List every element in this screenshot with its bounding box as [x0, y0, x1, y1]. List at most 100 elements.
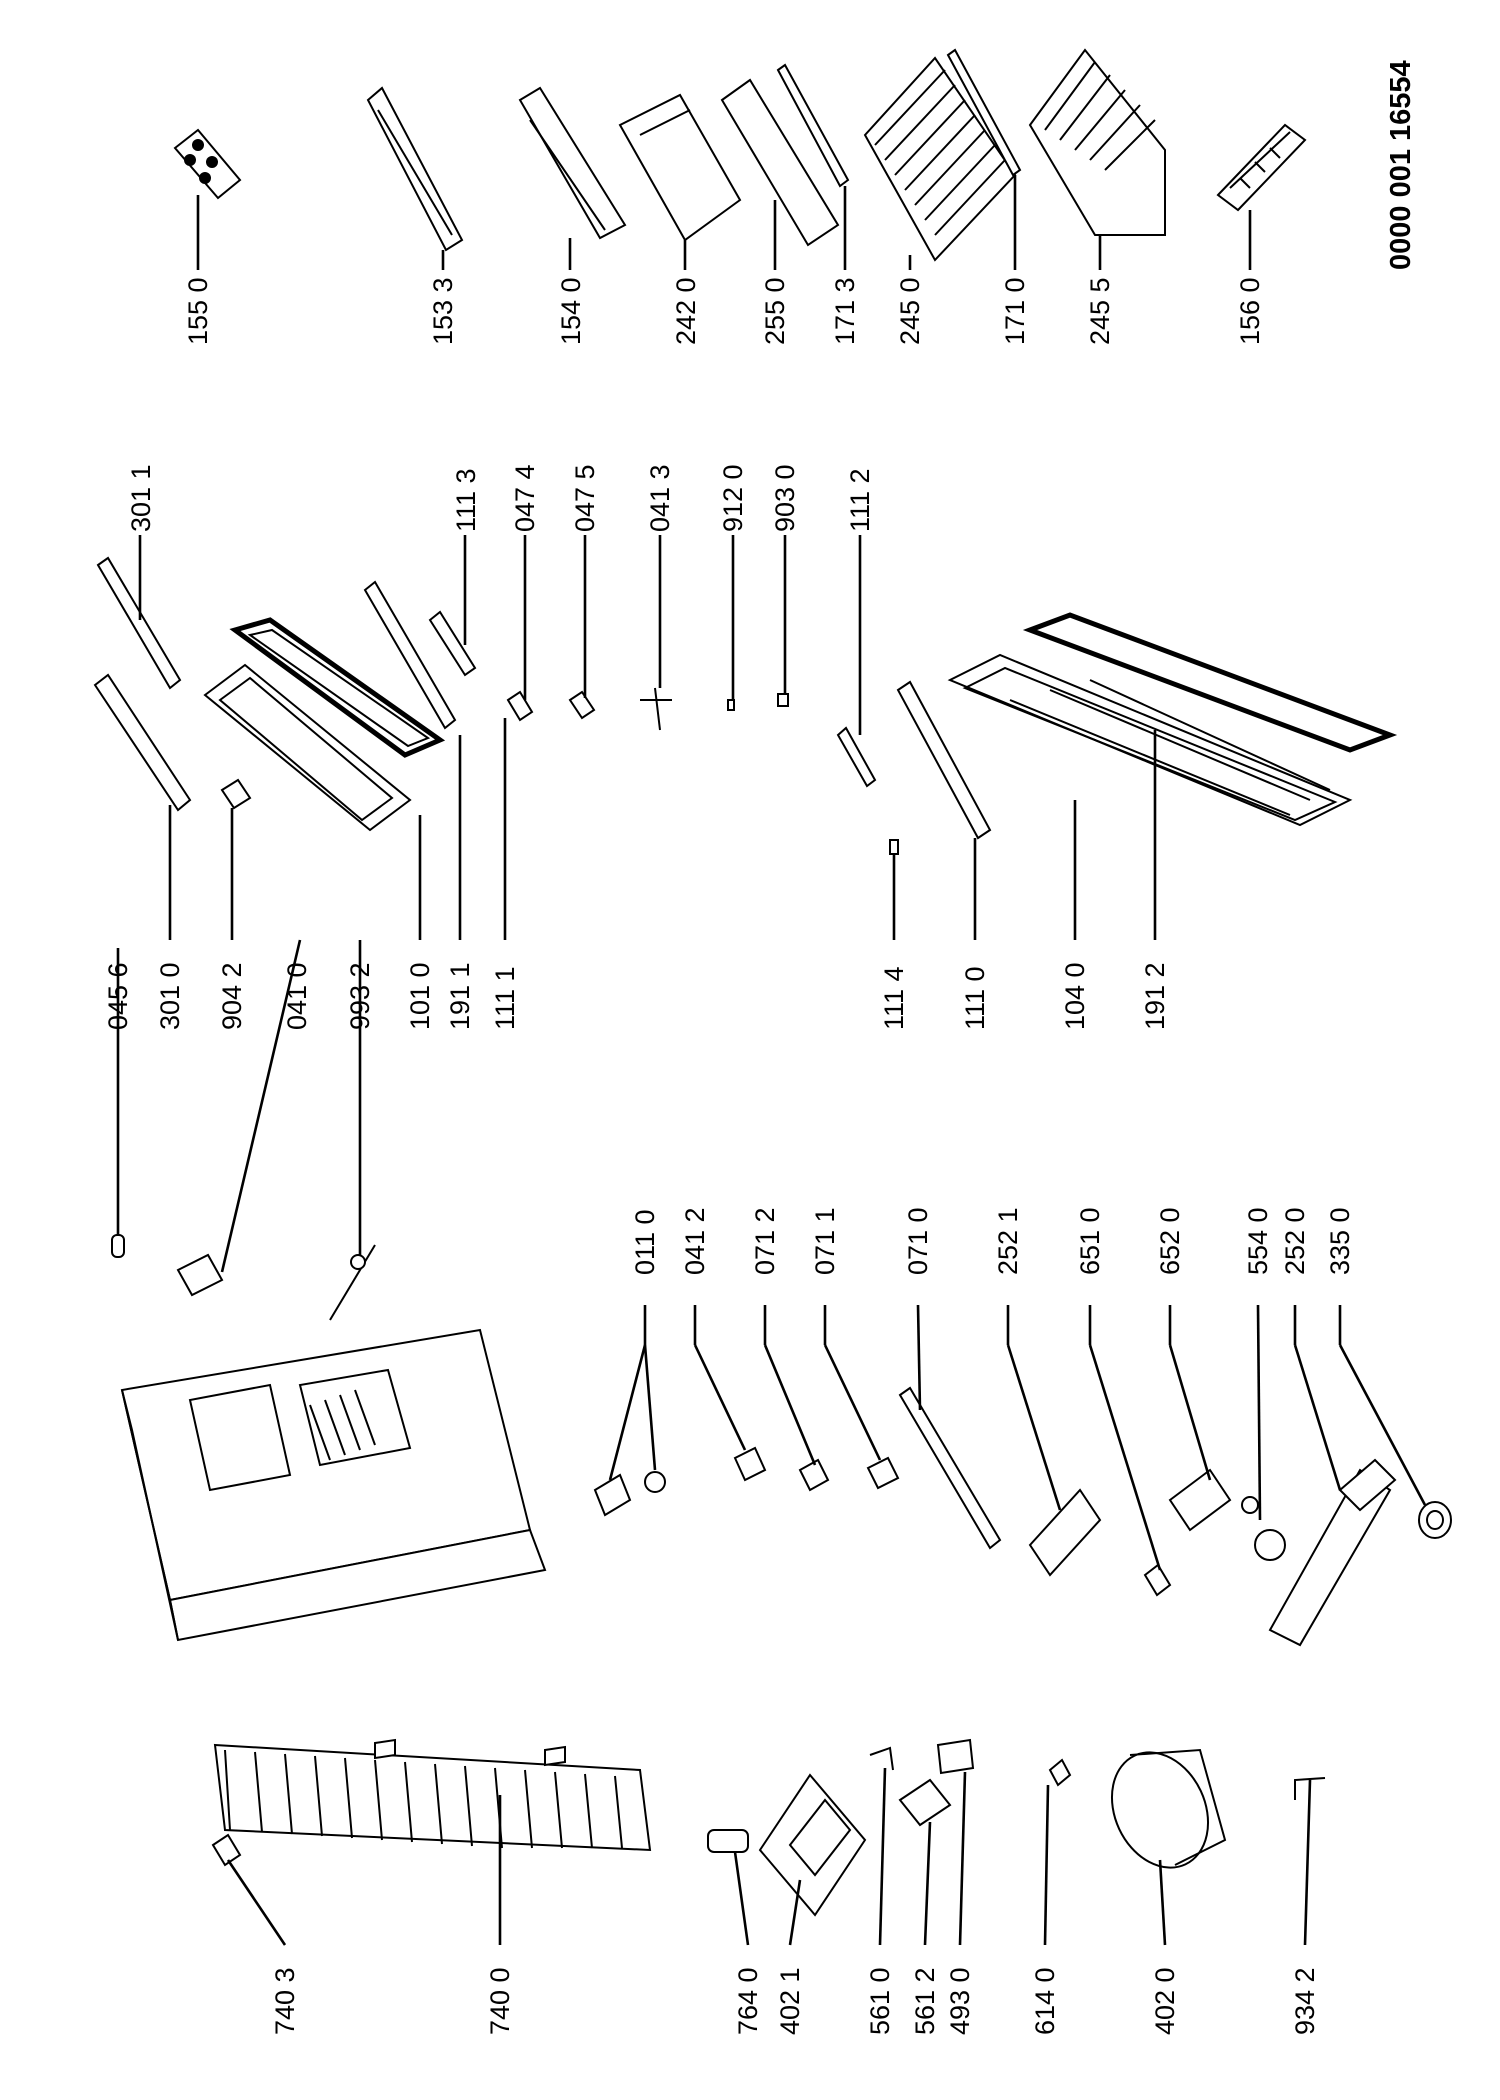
label-740-0: 740 0	[485, 1967, 515, 2035]
part-252-0: 252 0	[1268, 1207, 1397, 1647]
label-651-0: 651 0	[1075, 1207, 1105, 1275]
label-301-1: 301 1	[126, 464, 156, 532]
part-041-3: 041 3	[640, 464, 675, 731]
part-245-5: 245 5	[1028, 48, 1166, 345]
part-071-0: 071 0	[898, 1207, 1002, 1550]
part-156-0: 156 0	[1216, 123, 1307, 345]
part-252-1: 252 1	[993, 1207, 1102, 1577]
label-335-0: 335 0	[1325, 1207, 1355, 1275]
part-493-0: 493 0	[936, 1738, 975, 2035]
part-153-3: 153 3	[366, 86, 464, 345]
part-740-0: 740 0	[213, 1738, 652, 2035]
label-242-0: 242 0	[671, 277, 701, 345]
label-041-0: 041 0	[282, 962, 312, 1030]
label-554-0: 554 0	[1243, 1207, 1273, 1275]
label-561-0: 561 0	[865, 1967, 895, 2035]
part-171-3: 171 3	[776, 63, 860, 345]
part-155-0: 155 0	[173, 128, 242, 345]
label-153-3: 153 3	[428, 277, 458, 345]
part-104-0: 104 0	[947, 653, 1353, 1030]
part-934-2: 934 2	[1290, 1777, 1326, 2035]
label-171-3: 171 3	[830, 277, 860, 345]
part-011-0: 011 0	[593, 1209, 666, 1517]
label-011-0: 011 0	[630, 1209, 660, 1275]
label-071-2: 071 2	[750, 1207, 780, 1275]
label-171-0: 171 0	[1000, 277, 1030, 345]
part-402-0: 402 0	[1110, 1748, 1227, 2035]
label-154-0: 154 0	[556, 277, 586, 345]
part-904-2: 904 2	[217, 778, 252, 1030]
label-252-0: 252 0	[1280, 1207, 1310, 1275]
label-245-0: 245 0	[895, 277, 925, 345]
label-047-4: 047 4	[510, 464, 540, 532]
label-071-0: 071 0	[903, 1207, 933, 1275]
part-764-0: 764 0	[707, 1829, 763, 2035]
label-493-0: 493 0	[945, 1967, 975, 2035]
part-111-3: 111 3	[428, 468, 481, 677]
part-335-0: 335 0	[1325, 1207, 1452, 1539]
label-191-1: 191 1	[445, 962, 475, 1030]
part-561-2: 561 2	[898, 1778, 952, 2035]
part-255-0: 255 0	[720, 78, 840, 345]
label-111-2: 111 2	[845, 468, 875, 532]
label-764-0: 764 0	[733, 1967, 763, 2035]
label-255-0: 255 0	[760, 277, 790, 345]
label-156-0: 156 0	[1235, 277, 1265, 345]
label-041-2: 041 2	[680, 1207, 710, 1275]
part-301-1: 301 1	[96, 464, 182, 690]
part-111-1: 111 1	[363, 580, 520, 1030]
label-301-0: 301 0	[155, 962, 185, 1030]
label-934-2: 934 2	[1290, 1967, 1320, 2035]
label-111-1: 111 1	[490, 966, 520, 1030]
part-171-0: 171 0	[946, 48, 1030, 345]
part-047-5: 047 5	[568, 464, 600, 720]
part-903-0: 903 0	[770, 464, 800, 707]
label-252-1: 252 1	[993, 1207, 1023, 1275]
part-301-0: 301 0	[93, 673, 192, 1030]
label-652-0: 652 0	[1155, 1207, 1185, 1275]
label-047-5: 047 5	[570, 464, 600, 532]
label-045-6: 045 6	[103, 962, 133, 1030]
part-740-3: 740 3	[211, 1833, 300, 2035]
label-101-0: 101 0	[405, 962, 435, 1030]
part-154-0: 154 0	[518, 86, 627, 345]
part-191-2: 191 2	[1022, 612, 1398, 1030]
label-402-0: 402 0	[1150, 1967, 1180, 2035]
document-id: 0000 001 16554	[1385, 60, 1417, 270]
cabinet	[120, 1328, 547, 1642]
part-242-0: 242 0	[618, 93, 742, 345]
part-101-0: 101 0	[203, 663, 435, 1030]
label-561-2: 561 2	[910, 1967, 940, 2035]
part-402-1: 402 1	[758, 1773, 867, 2035]
label-071-1: 071 1	[810, 1207, 840, 1275]
part-047-4: 047 4	[506, 464, 540, 722]
label-740-3: 740 3	[270, 1967, 300, 2035]
label-104-0: 104 0	[1060, 962, 1090, 1030]
part-652-0: 652 0	[1155, 1207, 1232, 1532]
label-155-0: 155 0	[183, 277, 213, 345]
part-912-0: 912 0	[718, 464, 748, 711]
part-651-0: 651 0	[1075, 1207, 1172, 1597]
part-041-0: 041 0	[176, 939, 312, 1297]
part-191-1: 191 1	[229, 617, 475, 1030]
label-614-0: 614 0	[1030, 1967, 1060, 2035]
label-402-1: 402 1	[775, 1967, 805, 2035]
label-912-0: 912 0	[718, 464, 748, 532]
part-071-1: 071 1	[810, 1207, 900, 1490]
label-904-2: 904 2	[217, 962, 247, 1030]
part-071-2: 071 2	[750, 1207, 830, 1492]
part-111-2: 111 2	[836, 468, 877, 788]
part-111-4: 111 4	[879, 839, 909, 1030]
part-993-2: 993 2	[329, 940, 376, 1321]
part-041-2: 041 2	[680, 1207, 767, 1482]
label-903-0: 903 0	[770, 464, 800, 532]
label-191-2: 191 2	[1140, 962, 1170, 1030]
part-111-0: 111 0	[896, 680, 992, 1030]
label-111-3: 111 3	[451, 468, 481, 532]
label-041-3: 041 3	[645, 464, 675, 532]
part-614-0: 614 0	[1030, 1758, 1072, 2035]
part-554-0: 554 0	[1241, 1207, 1286, 1561]
label-245-5: 245 5	[1085, 277, 1115, 345]
part-045-6: 045 6	[103, 948, 133, 1258]
